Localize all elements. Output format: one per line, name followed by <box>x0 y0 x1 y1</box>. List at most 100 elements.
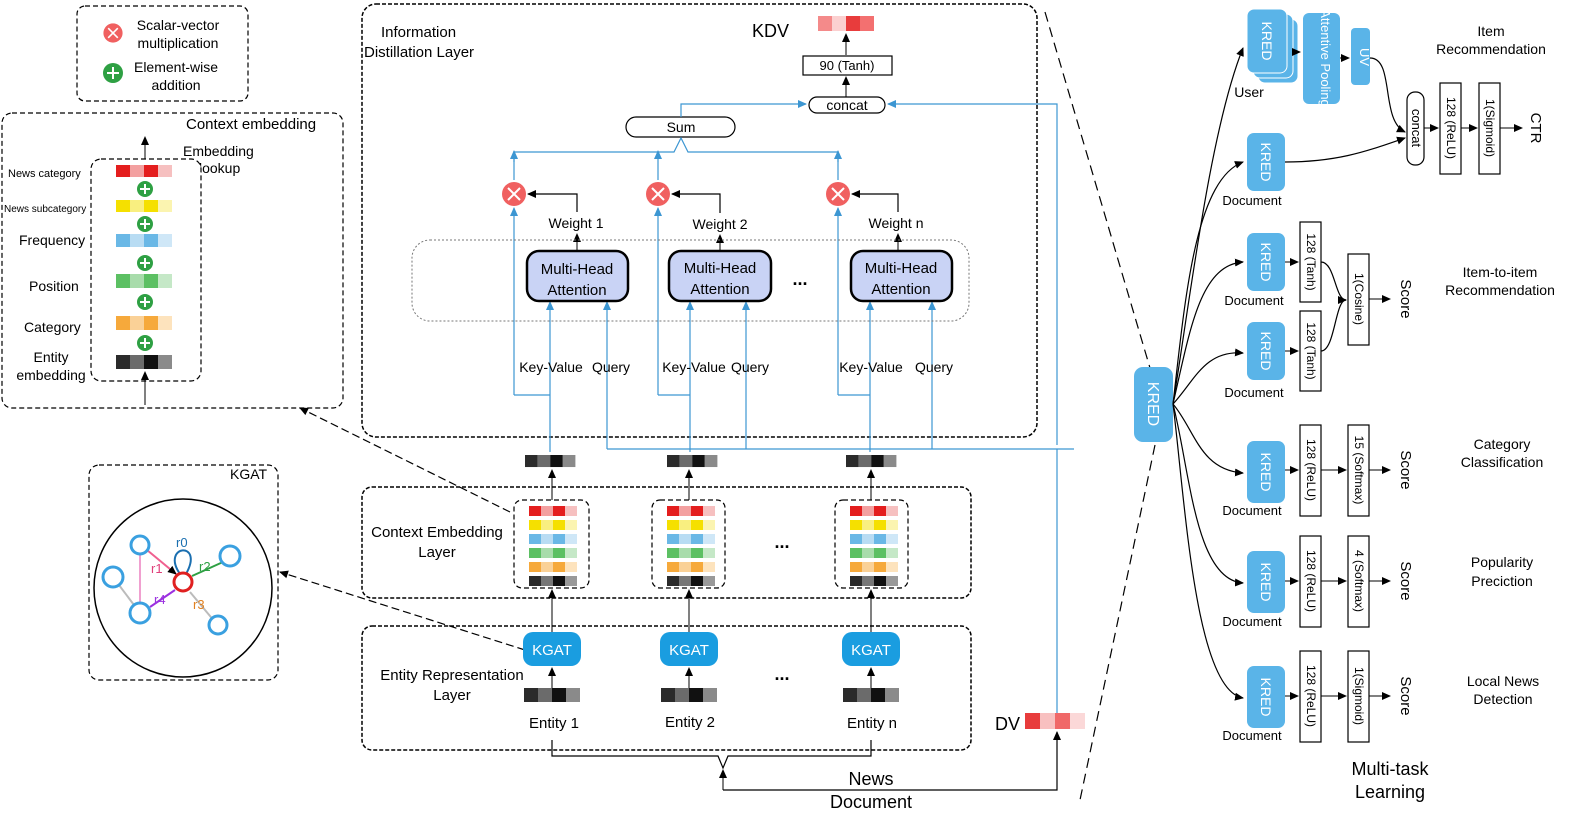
mha-n-line1: Multi-Head <box>865 260 938 277</box>
entity-vector-n <box>843 688 899 702</box>
entity-n-label: Entity n <box>847 715 897 732</box>
i2i-line2: Recommendation <box>1445 282 1555 298</box>
document-label-ctr: Document <box>1222 193 1282 208</box>
kgat-panel-title: KGAT <box>230 466 268 482</box>
context-stack-box-1 <box>513 499 590 589</box>
mha-1-line1: Multi-Head <box>541 261 614 278</box>
entity-embedding-vector <box>116 355 172 369</box>
distillation-title-line2: Distillation Layer <box>364 44 474 61</box>
information-distillation-panel <box>361 3 1038 438</box>
relation-r0-label: r0 <box>176 535 188 550</box>
news-subcategory-vector <box>116 200 172 212</box>
cat-score-label: Score <box>1397 450 1414 489</box>
context-embedding-title: Context embedding <box>186 116 316 133</box>
row-label-news-subcategory: News subcategory <box>4 204 86 215</box>
query-label-1: Query <box>592 359 630 375</box>
row-label-frequency: Frequency <box>19 232 85 248</box>
user-label: User <box>1234 84 1264 100</box>
dv-vector <box>1025 713 1085 729</box>
legend-mult-line1: Scalar-vector <box>137 17 220 33</box>
plus-icon <box>136 215 154 233</box>
pop-softmax-label: 4 (Softmax) <box>1352 550 1366 612</box>
key-value-label-1: Key-Value <box>519 359 583 375</box>
ctr-relu-label: 128 (ReLU) <box>1444 97 1458 159</box>
entity-representation-layer <box>361 625 972 751</box>
doc-kred-label-ctr: KRED <box>1258 143 1274 182</box>
i2i-cosine-label: 1(Cosine) <box>1352 273 1366 325</box>
tanh-layer-box <box>802 55 893 76</box>
entity-1-label: Entity 1 <box>529 715 579 732</box>
cat-line1: Category <box>1474 436 1531 452</box>
local-score-label: Score <box>1397 676 1414 715</box>
kgat-button-1-label: KGAT <box>532 642 572 659</box>
plus-icon <box>136 180 154 198</box>
doc-kred-label-local: KRED <box>1258 678 1274 717</box>
doc-kred-label-i2i-1: KRED <box>1258 243 1274 282</box>
item-rec-line1: Item <box>1477 23 1504 39</box>
weight-2-label: Weight 2 <box>693 216 748 232</box>
kgat-button-n <box>842 632 900 666</box>
pop-score-label: Score <box>1397 561 1414 600</box>
uv-label: UV <box>1357 48 1372 66</box>
local-relu-label: 128 (ReLU) <box>1304 665 1318 727</box>
i2i-tanh-label-2: 128 (Tanh) <box>1304 322 1318 379</box>
mha-2-line1: Multi-Head <box>684 260 757 277</box>
relation-r4-label: r4 <box>154 592 166 607</box>
entity-brace <box>551 740 872 770</box>
scalar-vector-multiplication-icon <box>102 22 124 44</box>
key-value-label-n: Key-Value <box>839 359 903 375</box>
entity-2-label: Entity 2 <box>665 714 715 731</box>
row-label-entity-line2: embedding <box>16 367 85 383</box>
legend-box <box>76 5 249 102</box>
attentive-pooling-label: Attentive Pooling <box>1318 9 1333 107</box>
concat-box <box>808 96 886 114</box>
document-label-pop: Document <box>1222 614 1282 629</box>
i2i-tanh-label-1: 128 (Tanh) <box>1304 233 1318 290</box>
kdv-vector <box>818 16 874 31</box>
embedding-lookup-line1: Embedding <box>183 143 254 159</box>
local-line2: Detection <box>1473 691 1532 707</box>
section-separator-lower <box>1079 444 1156 801</box>
multi-head-attention-1: Multi-Head Attention <box>525 249 630 303</box>
multi-head-attention-2: Multi-Head Attention <box>667 249 773 303</box>
kred-main-box <box>1134 367 1173 442</box>
kgat-button-1 <box>523 632 581 666</box>
multiply-icon-1 <box>501 181 527 207</box>
multitask-line2: Learning <box>1355 782 1425 802</box>
multitask-line1: Multi-task <box>1351 759 1429 779</box>
news-document-line2: Document <box>830 792 912 812</box>
kgat-graph <box>101 534 242 636</box>
multi-head-attention-n: Multi-Head Attention <box>849 249 954 303</box>
kgat-panel <box>88 464 279 681</box>
query-label-2: Query <box>731 359 769 375</box>
kgat-graph-circle <box>93 498 273 678</box>
ctr-label: CTR <box>1527 113 1544 144</box>
relation-r1-label: r1 <box>151 561 163 576</box>
multiply-icon-2 <box>645 181 671 207</box>
entity-ellipsis: ... <box>774 664 789 684</box>
uv-box <box>1351 28 1370 85</box>
entity-vector-1 <box>524 688 580 702</box>
kv-vector-1 <box>525 455 576 468</box>
attention-group <box>411 239 970 322</box>
row-label-position: Position <box>29 278 79 294</box>
kgat-button-2 <box>660 632 718 666</box>
row-label-news-category: News category <box>8 168 81 180</box>
local-sigmoid-label: 1(Sigmoid) <box>1352 667 1366 725</box>
document-label-i2i-2: Document <box>1224 385 1284 400</box>
pop-line1: Popularity <box>1471 554 1533 570</box>
concat-label: concat <box>826 97 867 113</box>
mha-n-line2: Attention <box>871 281 930 298</box>
document-label-i2i-1: Document <box>1224 293 1284 308</box>
distillation-title-line1: Information <box>381 24 456 41</box>
i2i-score-label: Score <box>1397 279 1414 318</box>
weight-1-label: Weight 1 <box>549 215 604 231</box>
cat-softmax-label: 15 (Softmax) <box>1352 436 1366 505</box>
kv-vector-n <box>846 455 897 468</box>
plus-icon <box>136 293 154 311</box>
frequency-vector <box>116 234 172 247</box>
item-rec-line2: Recommendation <box>1436 41 1546 57</box>
context-stack-1 <box>529 506 577 586</box>
context-layer-line2: Layer <box>418 544 456 561</box>
